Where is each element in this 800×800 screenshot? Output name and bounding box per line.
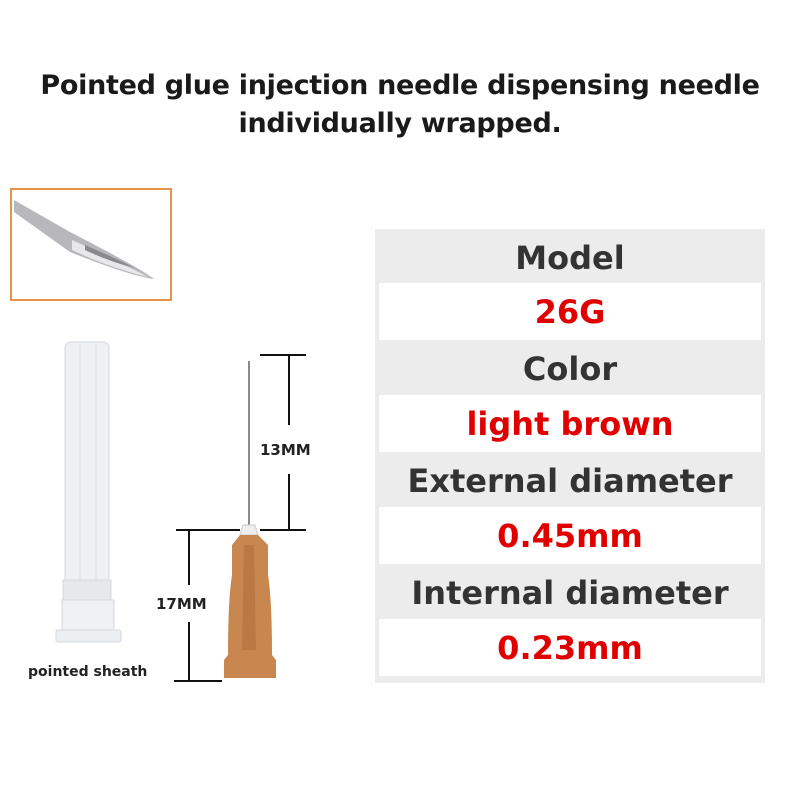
needle-image [224, 361, 276, 678]
spec-table: Model 26G Color light brown External dia… [375, 229, 765, 683]
title-line-1: Pointed glue injection needle dispensing… [40, 70, 760, 101]
dimension-13mm [260, 354, 306, 531]
sheath-label: pointed sheath [28, 664, 148, 680]
pointed-sheath-image [55, 341, 122, 643]
spec-label-model: Model [515, 238, 625, 277]
spec-label-internal-diameter: Internal diameter [411, 573, 729, 612]
dimension-17mm [174, 529, 240, 682]
hub-length-label: 17MM [156, 595, 207, 613]
title-line-2: individually wrapped. [238, 108, 562, 139]
needle-tip-closeup [10, 188, 172, 301]
spec-value-internal-diameter: 0.23mm [379, 619, 761, 676]
needle-illustration [10, 188, 306, 682]
spec-value-color: light brown [379, 395, 761, 452]
spec-label-color: Color [522, 349, 618, 388]
spec-value-model: 26G [379, 283, 761, 340]
spec-label-external-diameter: External diameter [407, 461, 733, 500]
needle-length-label: 13MM [260, 441, 311, 459]
spec-value-external-diameter: 0.45mm [379, 507, 761, 564]
